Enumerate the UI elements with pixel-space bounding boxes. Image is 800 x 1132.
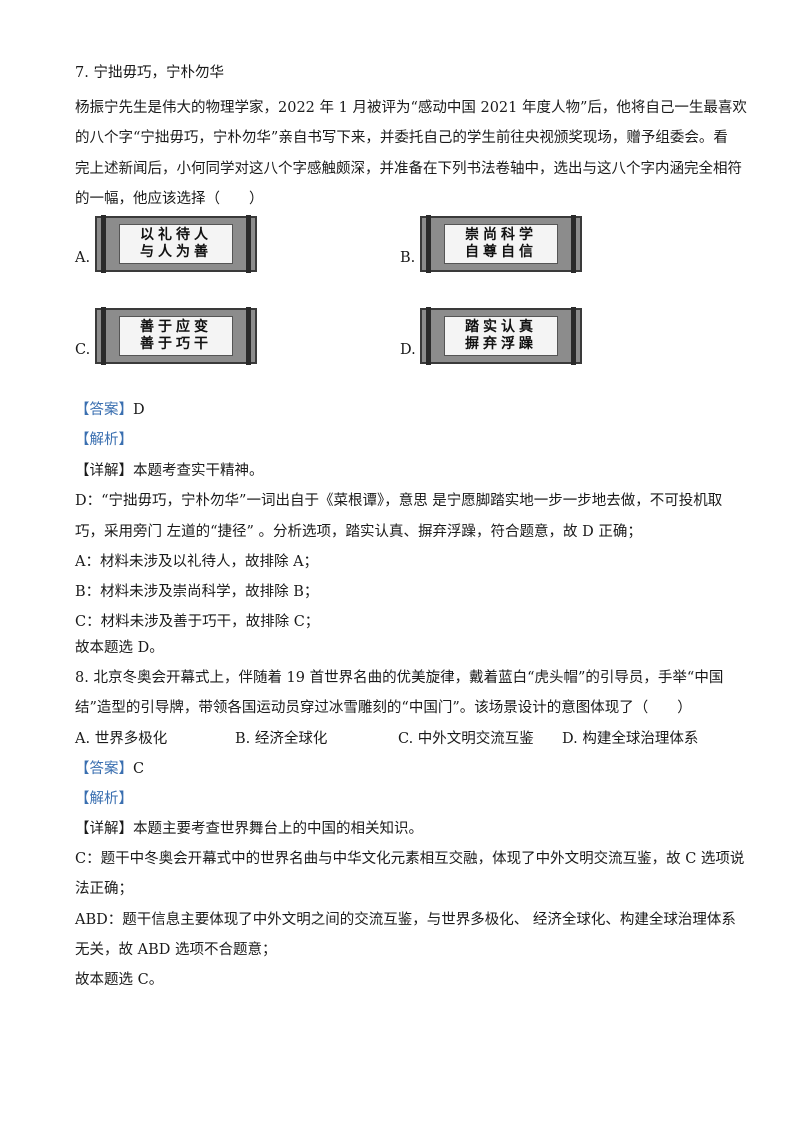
scroll-text-line: 以礼待人 <box>140 227 212 243</box>
answer-value: D <box>133 402 145 418</box>
scroll-rod <box>101 215 106 273</box>
analysis-tag: 【解析】 <box>75 791 133 807</box>
explanation-line: 故本题选 C。 <box>75 972 164 988</box>
explanation-line: 法正确； <box>75 881 133 897</box>
explanation-line: C：材料未涉及善于巧干，故排除 C； <box>75 614 320 630</box>
answer-tag: 【答案】 <box>75 402 133 418</box>
analysis-tag: 【解析】 <box>75 432 133 448</box>
explanation-line: 故本题选 D。 <box>75 640 164 656</box>
explanation-line: D：“宁拙毋巧，宁朴勿华”一词出自于《菜根谭》，意思 是宁愿脚踏实地一步一步地去… <box>75 493 723 509</box>
scroll-rod <box>426 307 431 365</box>
option-b-label: B. <box>400 250 416 266</box>
explanation-line: A：材料未涉及以礼待人，故排除 A； <box>75 554 319 570</box>
question-8-detail: 【详解】本题主要考查世界舞台上的中国的相关知识。 <box>75 819 423 839</box>
explanation-line: ABD：题干信息主要体现了中外文明之间的交流互鉴，与世界多极化、 经济全球化、构… <box>75 912 736 928</box>
scroll-paper: 以礼待人 与人为善 <box>119 224 233 264</box>
option-d-scroll[interactable]: 踏实认真 摒弃浮躁 <box>420 307 582 365</box>
scroll-paper: 崇尚科学 自尊自信 <box>444 224 558 264</box>
scroll-rod <box>571 307 576 365</box>
option-d-label: D. <box>400 342 416 358</box>
question-7-title: 7. 宁拙毋巧，宁朴勿华 <box>75 65 224 81</box>
question-7-stem-line: 完上述新闻后，小何同学对这八个字感触颇深，并准备在下列书法卷轴中，选出与这八个字… <box>75 161 742 177</box>
option-c-label: C. <box>75 342 91 358</box>
question-8-stem-line: 8. 北京冬奥会开幕式上，伴随着 19 首世界名曲的优美旋律，戴着蓝白“虎头帽”… <box>75 670 724 686</box>
detail-text: 本题主要考查世界舞台上的中国的相关知识。 <box>133 821 423 837</box>
explanation-line: 无关，故 ABD 选项不合题意； <box>75 942 277 958</box>
scroll-rod <box>101 307 106 365</box>
scroll-paper: 踏实认真 摒弃浮躁 <box>444 316 558 356</box>
option-a-scroll[interactable]: 以礼待人 与人为善 <box>95 215 257 273</box>
scroll-rod <box>426 215 431 273</box>
question-7-stem-line: 的八个字“宁拙毋巧，宁朴勿华”亲自书写下来，并委托自己的学生前往央视颁奖现场，赠… <box>75 130 728 146</box>
scroll-rod <box>246 215 251 273</box>
question-8-answer: 【答案】C <box>75 759 144 779</box>
choice-a[interactable]: A. 世界多极化 <box>75 731 168 747</box>
scroll-text-line: 摒弃浮躁 <box>465 336 537 352</box>
choice-d[interactable]: D. 构建全球治理体系 <box>562 731 699 747</box>
explanation-line: B：材料未涉及崇尚科学，故排除 B； <box>75 584 319 600</box>
scroll-text-line: 自尊自信 <box>465 244 537 260</box>
question-7-stem-line: 杨振宁先生是伟大的物理学家，2022 年 1 月被评为“感动中国 2021 年度… <box>75 100 747 116</box>
option-a-label: A. <box>75 250 91 266</box>
choice-c[interactable]: C. 中外文明交流互鉴 <box>398 731 534 747</box>
answer-value: C <box>133 761 145 777</box>
question-7-stem-line: 的一幅，他应该选择（ ） <box>75 191 264 207</box>
option-c-scroll[interactable]: 善于应变 善于巧干 <box>95 307 257 365</box>
answer-tag: 【答案】 <box>75 761 133 777</box>
question-7-detail: 【详解】本题考查实干精神。 <box>75 461 264 481</box>
scroll-text-line: 善于应变 <box>140 319 212 335</box>
question-8-stem-line: 结”造型的引导牌，带领各国运动员穿过冰雪雕刻的“中国门”。该场景设计的意图体现了… <box>75 700 692 716</box>
scroll-text-line: 与人为善 <box>140 244 212 260</box>
detail-tag: 【详解】 <box>75 463 133 479</box>
option-b-scroll[interactable]: 崇尚科学 自尊自信 <box>420 215 582 273</box>
scroll-rod <box>571 215 576 273</box>
choice-b[interactable]: B. 经济全球化 <box>235 731 328 747</box>
scroll-text-line: 崇尚科学 <box>465 227 537 243</box>
scroll-rod <box>246 307 251 365</box>
question-7-answer: 【答案】D <box>75 400 145 420</box>
detail-tag: 【详解】 <box>75 821 133 837</box>
explanation-line: C：题干中冬奥会开幕式中的世界名曲与中华文化元素相互交融，体现了中外文明交流互鉴… <box>75 851 745 867</box>
scroll-text-line: 踏实认真 <box>465 319 537 335</box>
explanation-line: 巧，采用旁门 左道的“捷径” 。分析选项，踏实认真、摒弃浮躁，符合题意，故 D … <box>75 524 642 540</box>
scroll-paper: 善于应变 善于巧干 <box>119 316 233 356</box>
scroll-text-line: 善于巧干 <box>140 336 212 352</box>
detail-text: 本题考查实干精神。 <box>133 463 264 479</box>
